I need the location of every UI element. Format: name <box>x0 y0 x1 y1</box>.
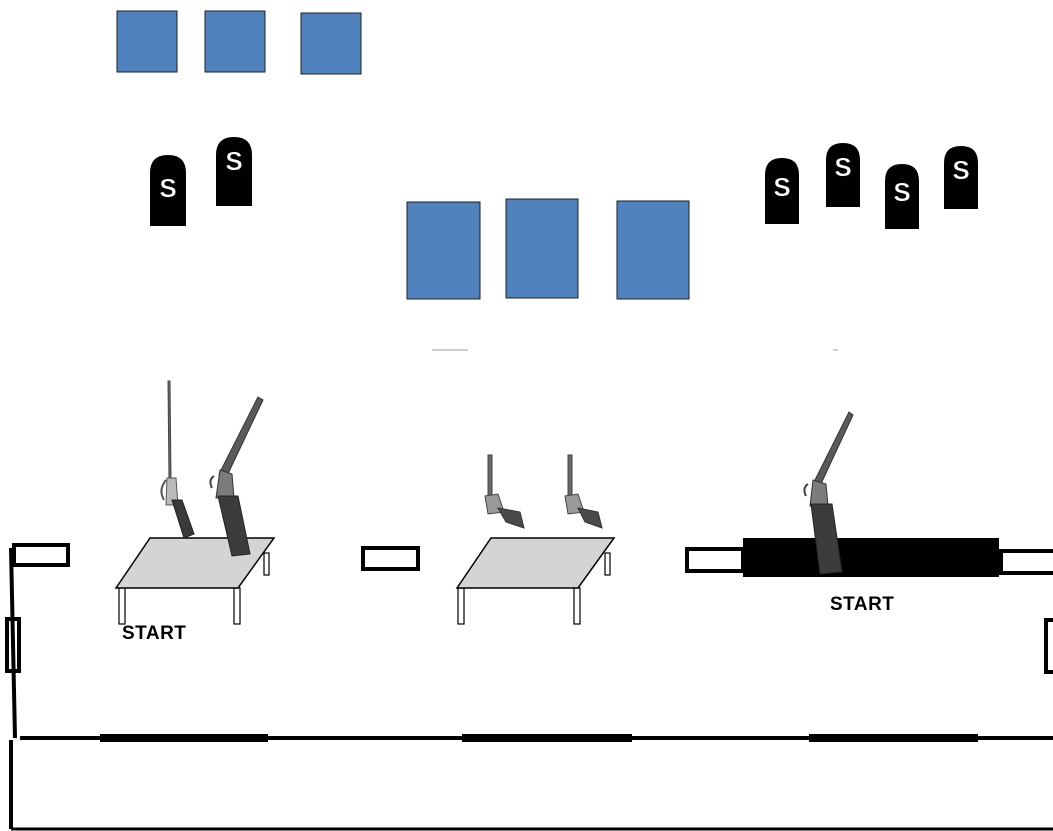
paper-target-icon <box>116 10 178 73</box>
steel-plate-icon: S <box>885 164 919 229</box>
steel-letter: S <box>773 172 790 202</box>
steel-targets-right: S S S S <box>765 143 978 229</box>
revolver-icon <box>564 454 603 529</box>
revolver-icon <box>484 454 525 529</box>
table-top <box>114 537 276 589</box>
steel-plate-icon: S <box>150 155 186 226</box>
port-window-icon <box>999 549 1053 575</box>
paper-target-icon <box>300 12 362 75</box>
port-window-icon <box>1044 618 1053 674</box>
steel-letter: S <box>159 173 176 203</box>
shotgun-icon <box>803 411 854 575</box>
paper-targets-top-left <box>116 10 362 75</box>
barricade-bar <box>743 538 999 577</box>
lever-rifle-icon <box>160 380 195 539</box>
steel-targets-left: S S <box>150 137 252 226</box>
port-window-icon <box>361 546 420 571</box>
steel-letter: S <box>893 177 910 207</box>
prop-table-center <box>455 537 616 625</box>
table-top <box>455 537 616 589</box>
table-leg <box>118 587 126 625</box>
paper-target-icon <box>505 198 579 299</box>
shotgun-icon <box>209 396 264 557</box>
port-window-icon <box>685 547 745 573</box>
steel-plate-icon: S <box>944 146 978 209</box>
paper-targets-center <box>406 198 690 300</box>
port-window-icon <box>12 543 70 567</box>
paper-target-icon <box>616 200 690 300</box>
steel-plate-icon: S <box>216 137 252 206</box>
steel-letter: S <box>952 155 969 185</box>
start-label-right: START <box>830 594 895 615</box>
table-leg <box>233 587 241 625</box>
steel-letter: S <box>225 146 242 176</box>
start-label-left: START <box>122 623 187 644</box>
paper-target-icon <box>204 10 266 73</box>
fault-line <box>20 734 1053 742</box>
paper-target-icon <box>406 201 481 300</box>
bay-outline <box>9 547 1053 831</box>
steel-plate-icon: S <box>826 143 860 207</box>
table-leg <box>263 552 270 576</box>
table-leg <box>604 552 611 576</box>
steel-letter: S <box>834 152 851 182</box>
table-leg <box>457 587 465 625</box>
prop-table-left <box>114 537 276 625</box>
table-leg <box>573 587 581 625</box>
steel-plate-icon: S <box>765 158 799 224</box>
